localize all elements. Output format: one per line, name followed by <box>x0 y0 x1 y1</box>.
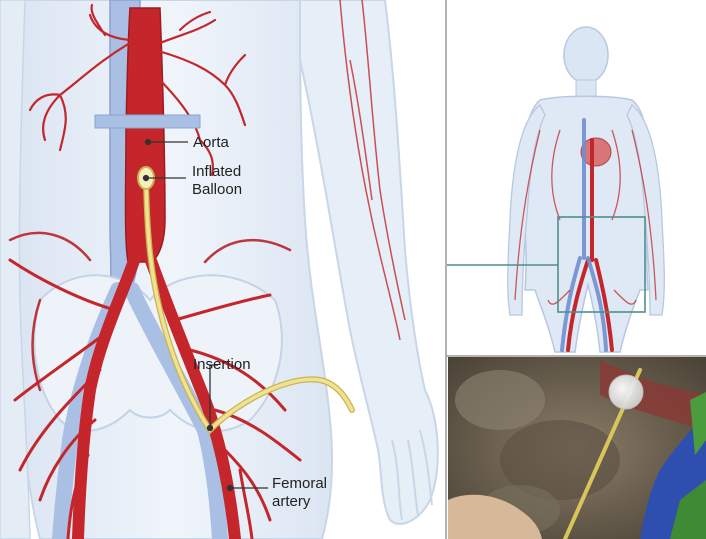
full-body-figure <box>447 0 706 355</box>
renal-vein <box>95 115 200 128</box>
photo-balloon <box>609 375 643 409</box>
label-femoral-line1: Femoral <box>272 475 327 492</box>
label-femoral-line2: artery <box>272 493 311 510</box>
label-balloon-line1: Inflated <box>192 163 241 180</box>
label-insertion: Insertion <box>193 356 251 373</box>
torso-illustration: Aorta Inflated Balloon Insertion Femoral… <box>0 0 445 539</box>
figure-head <box>564 27 608 83</box>
label-balloon-line2: Balloon <box>192 181 242 198</box>
label-aorta: Aorta <box>193 134 230 151</box>
catheter-photo <box>448 357 706 539</box>
